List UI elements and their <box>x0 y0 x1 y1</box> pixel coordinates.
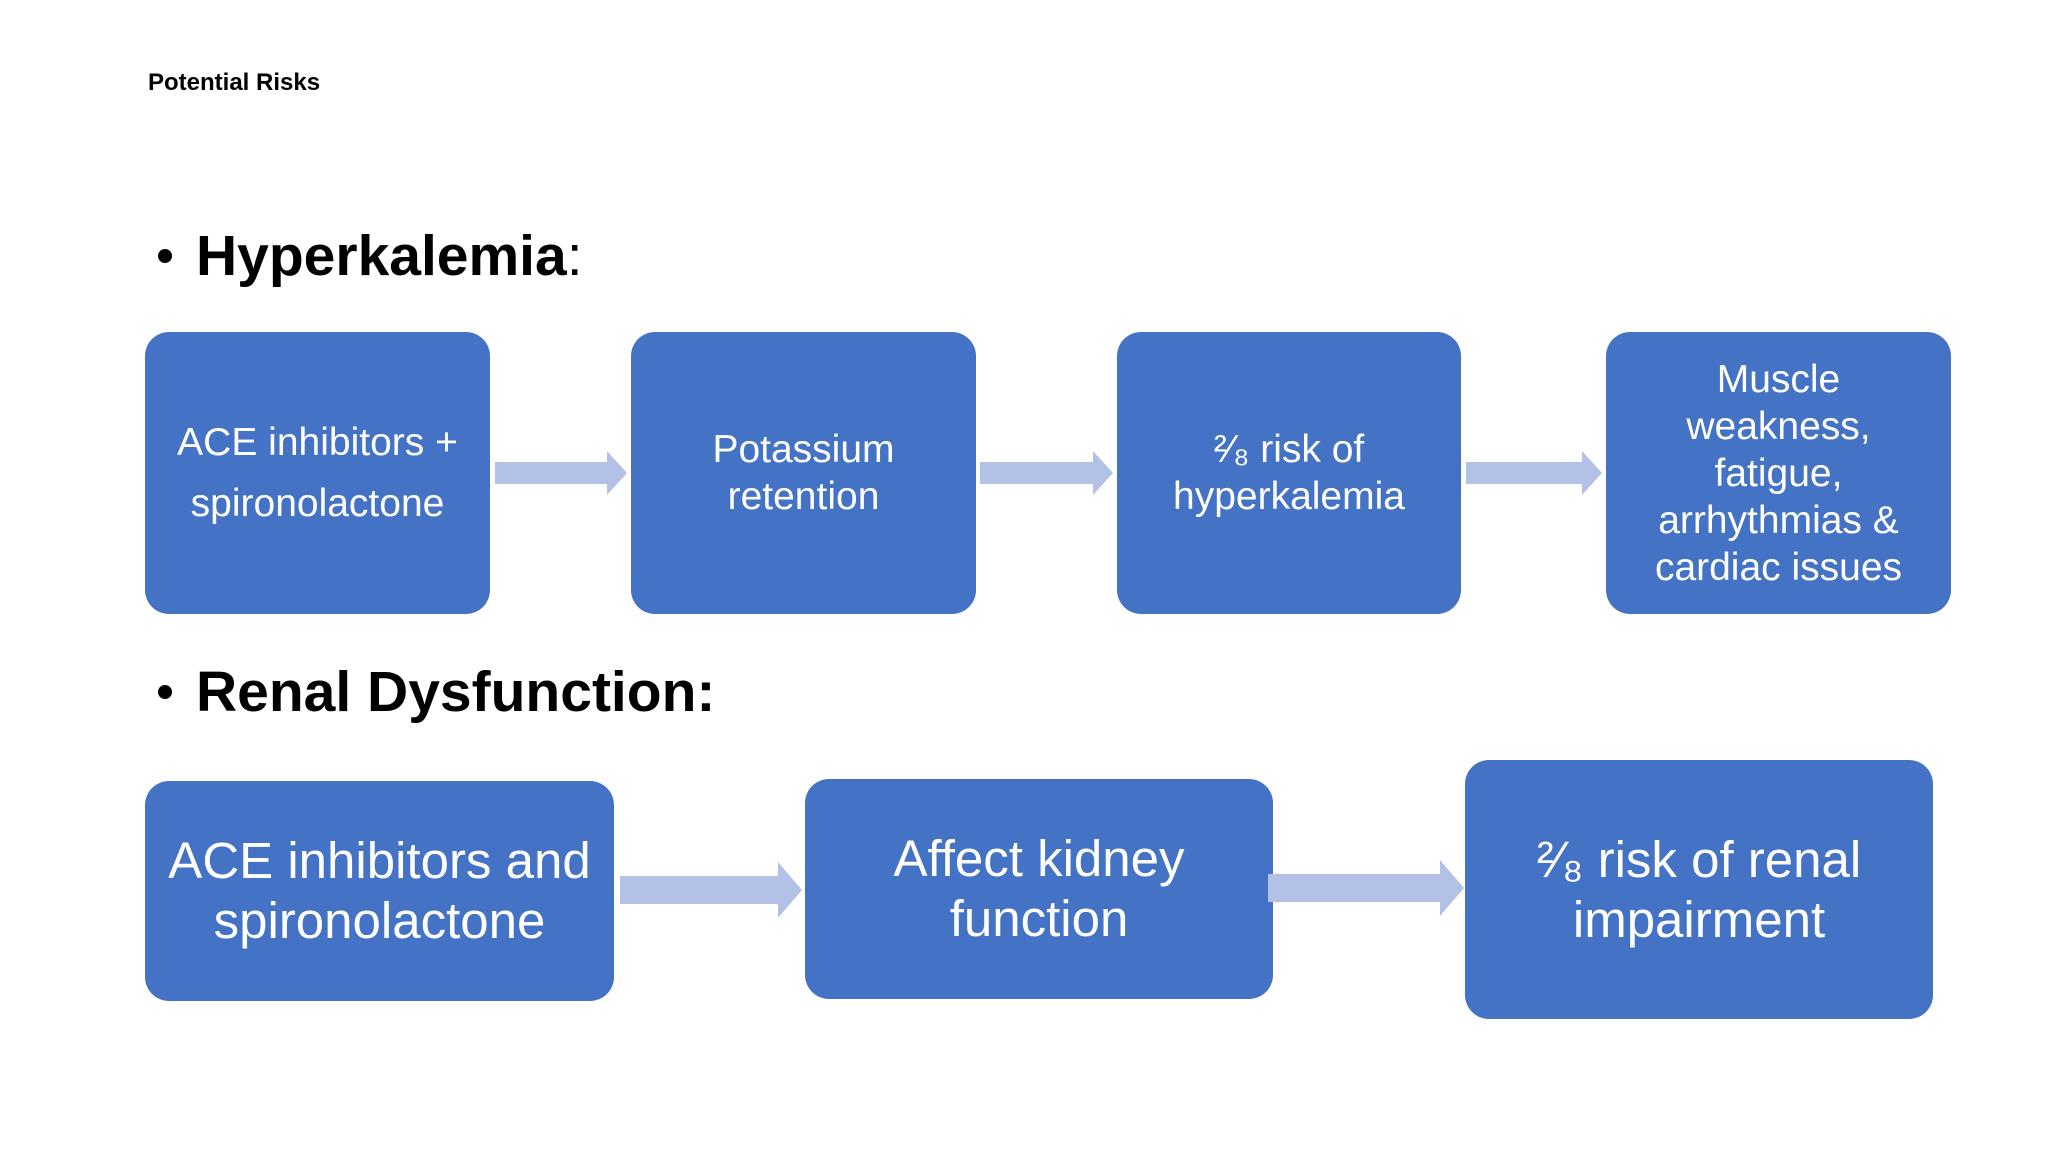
hyperkalemia-step-2-box: Potassium retention <box>631 332 976 614</box>
hyperkalemia-step-4-text: Muscle weakness, fatigue, arrhythmias & … <box>1654 357 1903 589</box>
hyperkalemia-step-2-text: Potassium retention <box>712 428 895 518</box>
hyperkalemia-heading: Hyperkalemia: <box>158 223 583 289</box>
bullet-icon <box>158 685 172 699</box>
hyperkalemia-step-3-text: ²⁄₈ risk of hyperkalemia <box>1173 428 1405 518</box>
arrow-right-icon <box>620 862 802 918</box>
renal-step-2-text: Affect kidney function <box>893 830 1185 947</box>
hyperkalemia-step-1-box: ACE inhibitors + spironolactone <box>145 332 490 614</box>
renal-step-3-box: ²⁄₈ risk of renal impairment <box>1465 760 1933 1019</box>
arrow-right-icon <box>495 451 627 495</box>
renal-step-3-text: ²⁄₈ risk of renal impairment <box>1536 830 1862 948</box>
hyperkalemia-step-1-text: ACE inhibitors + spironolactone <box>177 421 458 525</box>
renal-step-1-text: ACE inhibitors and spironolactone <box>168 832 591 949</box>
renal-step-2-box: Affect kidney function <box>805 779 1273 999</box>
bullet-icon <box>158 249 172 263</box>
arrow-right-icon <box>980 451 1113 495</box>
renal-step-1-box: ACE inhibitors and spironolactone <box>145 781 614 1001</box>
arrow-right-icon <box>1268 860 1464 916</box>
hyperkalemia-step-3-box: ²⁄₈ risk of hyperkalemia <box>1117 332 1461 614</box>
arrow-right-icon <box>1466 451 1602 495</box>
hyperkalemia-step-4-box: Muscle weakness, fatigue, arrhythmias & … <box>1606 332 1951 614</box>
hyperkalemia-heading-colon: : <box>566 224 583 288</box>
hyperkalemia-heading-text: Hyperkalemia <box>196 224 567 288</box>
slide-title: Potential Risks <box>148 69 321 96</box>
renal-heading-text: Renal Dysfunction: <box>196 660 716 724</box>
renal-heading: Renal Dysfunction: <box>158 659 715 725</box>
